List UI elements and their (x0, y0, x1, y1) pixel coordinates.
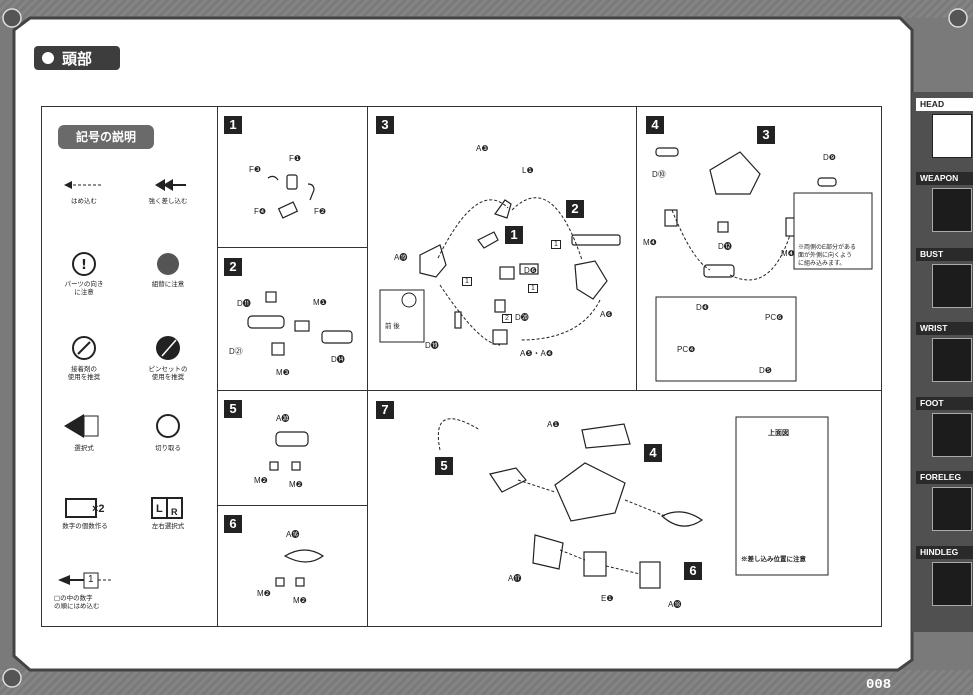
count-symbol: ×2 (92, 503, 105, 515)
step-number: 3 (376, 116, 394, 134)
step-number: 5 (224, 400, 242, 418)
tab-wrist[interactable]: WRIST (916, 322, 973, 382)
part-label: M❷ (293, 596, 307, 605)
part-label: D⓬ (718, 242, 732, 251)
part-label: M❹ (643, 238, 657, 247)
part-label: D⓫ (237, 299, 251, 308)
part-label: A⓴ (276, 414, 290, 423)
right-symbol: R (171, 507, 178, 517)
part-label: D❾ (823, 153, 836, 162)
top-view-note: ※差し込み位置に注意 (741, 556, 806, 563)
legend-label: 組替に注意 (151, 280, 185, 288)
sub-assembly-ref: 3 (757, 126, 775, 144)
tab-label: WRIST (916, 322, 973, 335)
legend-label: □の中の数字 の順にはめ込む (54, 594, 100, 610)
bust-icon (932, 264, 972, 308)
front-back-label: 前 後 (385, 323, 400, 330)
step-4-note: ※両側のE部分がある 面が外側に向くよう に組み込みます。 (798, 245, 857, 267)
part-label: F❷ (314, 207, 327, 216)
tab-weapon[interactable]: WEAPON (916, 172, 973, 232)
step-number: 7 (376, 401, 394, 419)
tab-label: HEAD (916, 98, 973, 111)
part-label: D⓾ (652, 170, 666, 179)
section-icon (40, 50, 56, 66)
part-label: A❸ (476, 144, 489, 153)
legend-label: はめ込む (71, 197, 97, 205)
order-mark: 1 (528, 284, 538, 293)
tab-label: FORELEG (916, 471, 973, 484)
order-box-number: 1 (88, 574, 94, 585)
part-label: M❷ (257, 589, 271, 598)
tab-foreleg[interactable]: FORELEG (916, 471, 973, 531)
part-label: F❹ (254, 207, 267, 216)
part-label: D⓳ (425, 341, 439, 350)
weapon-icon (932, 188, 972, 232)
part-label: F❶ (289, 154, 302, 163)
tab-head[interactable]: HEAD (916, 98, 973, 158)
step-3-panel (367, 106, 637, 391)
part-label: E❶ (601, 594, 614, 603)
legend-label: パーツの向き に注意 (64, 280, 104, 296)
part-label: M❷ (289, 480, 303, 489)
part-label: D㉑ (229, 347, 243, 356)
part-label: A⓳ (394, 253, 408, 262)
part-label: PC❹ (677, 345, 696, 354)
part-label: PC❻ (765, 313, 784, 322)
legend-label: 左右選択式 (151, 522, 185, 530)
part-label: A❻ (600, 310, 613, 319)
step-number: 4 (646, 116, 664, 134)
tab-label: BUST (916, 248, 973, 261)
foreleg-icon (932, 487, 972, 531)
order-mark: 2 (502, 314, 512, 323)
part-label: F❸ (249, 165, 262, 174)
top-view-title: 上面図 (768, 430, 789, 437)
part-label: M❶ (313, 298, 327, 307)
legend-title: 記号の説明 (58, 125, 154, 149)
part-label: A⓲ (668, 600, 682, 609)
tab-hindleg[interactable]: HINDLEG (916, 546, 973, 606)
left-symbol: L (156, 503, 163, 515)
part-label: A⓰ (286, 530, 300, 539)
section-title: 頭部 (62, 50, 93, 68)
part-label: L❶ (522, 166, 534, 175)
sub-assembly-ref: 1 (505, 226, 523, 244)
sub-assembly-ref: 5 (435, 457, 453, 475)
tab-label: WEAPON (916, 172, 973, 185)
step-7-panel (367, 390, 882, 627)
part-label: M❹ (781, 249, 795, 258)
part-label: A⓱ (508, 574, 522, 583)
tab-bust[interactable]: BUST (916, 248, 973, 308)
part-label: D❹ (696, 303, 709, 312)
part-label: D⓮ (331, 355, 345, 364)
order-mark: 1 (551, 240, 561, 249)
page-number: 008 (866, 677, 892, 693)
part-label: A❺・A❹ (520, 349, 554, 358)
legend-label: ピンセットの 使用を推奨 (148, 365, 188, 381)
part-label: M❷ (254, 476, 268, 485)
legend-label: 強く差し込む (148, 197, 188, 205)
sub-assembly-ref: 6 (684, 562, 702, 580)
part-label: D❻ (524, 266, 537, 275)
part-label: A❶ (547, 420, 560, 429)
tab-label: HINDLEG (916, 546, 973, 559)
legend-label: 接着剤の 使用を推奨 (67, 365, 101, 381)
part-label: D⓴ (515, 313, 529, 322)
head-icon (932, 114, 972, 158)
part-label: D❺ (759, 366, 772, 375)
sub-assembly-ref: 4 (644, 444, 662, 462)
step-number: 2 (224, 258, 242, 276)
order-mark: 1 (462, 277, 472, 286)
legend-label: 切り取る (155, 444, 181, 452)
tab-foot[interactable]: FOOT (916, 397, 973, 457)
legend-label: 選択式 (74, 444, 94, 452)
legend-label: 数字の個数作る (62, 522, 108, 530)
tab-label: FOOT (916, 397, 973, 410)
step-number: 6 (224, 515, 242, 533)
sub-assembly-ref: 2 (566, 200, 584, 218)
wrist-icon (932, 338, 972, 382)
part-label: M❸ (276, 368, 290, 377)
hindleg-icon (932, 562, 972, 606)
foot-icon (932, 413, 972, 457)
step-number: 1 (224, 116, 242, 134)
